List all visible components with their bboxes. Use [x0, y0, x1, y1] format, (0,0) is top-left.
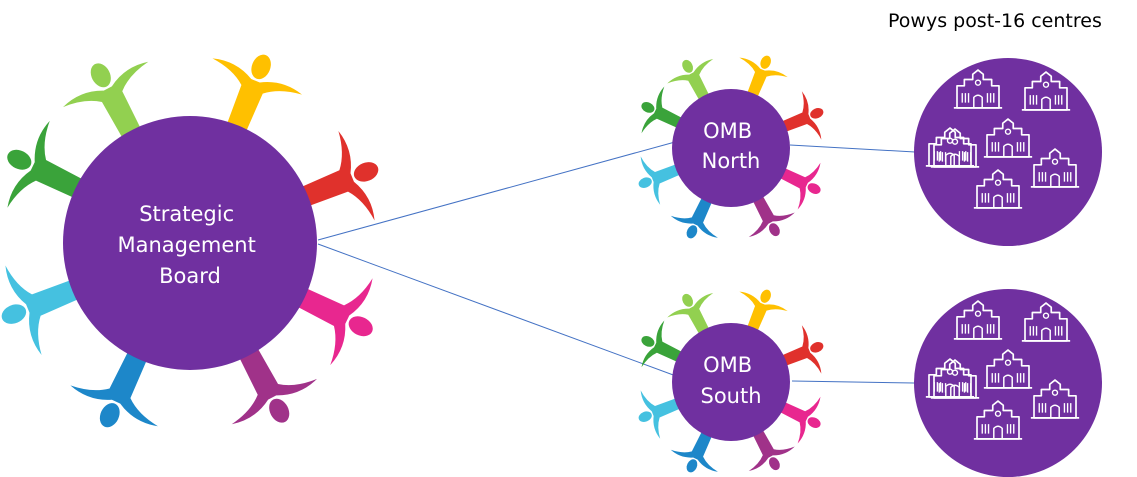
omb-north-label-line-2: North	[702, 149, 761, 173]
smb-label-line-1: Strategic	[139, 202, 234, 226]
svg-text:OMB South: OMB South	[700, 353, 761, 408]
powys-centres-title: Powys post-16 centres	[888, 10, 1102, 32]
omb-south-label-line-2: South	[700, 384, 761, 408]
connector-north-to-centres	[789, 144, 916, 153]
omb-north-node: OMB North	[672, 89, 790, 207]
omb-south-node: OMB South	[672, 323, 790, 441]
smb-label-line-3: Board	[159, 264, 221, 288]
svg-text:OMB North: OMB North	[702, 119, 761, 173]
svg-text:Strategic Management: Strategic Management Board	[117, 202, 262, 288]
connector-smb-to-south	[317, 243, 677, 377]
smb-label-line-2: Management	[117, 233, 255, 257]
strategic-management-board-node: Strategic Management Board	[63, 116, 317, 370]
connector-south-to-centres	[791, 380, 915, 384]
centres-group-north	[914, 58, 1102, 246]
connector-smb-to-north	[317, 141, 676, 241]
omb-south-label-line-1: OMB	[703, 353, 752, 377]
omb-north-label-line-1: OMB	[703, 119, 752, 143]
centres-group-south	[914, 289, 1102, 477]
connector-lines	[317, 141, 916, 384]
